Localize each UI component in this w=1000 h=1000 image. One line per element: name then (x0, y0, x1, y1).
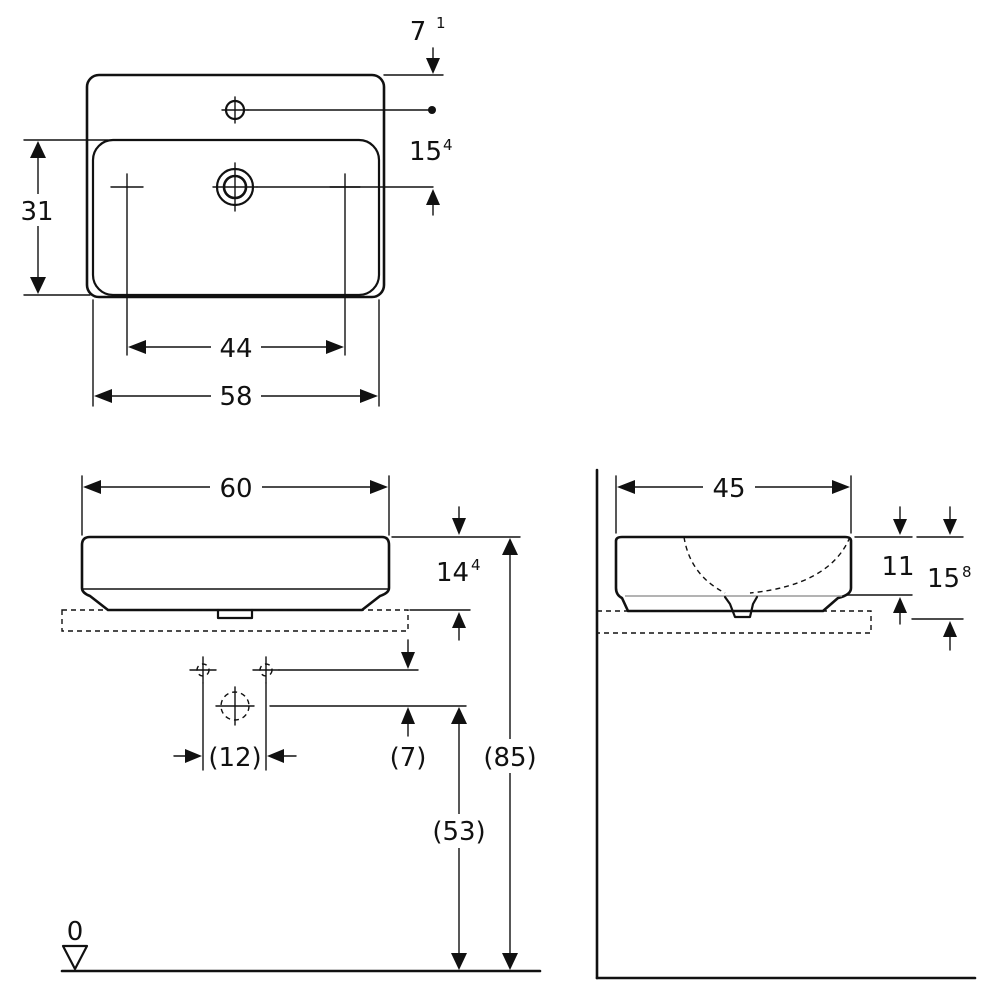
fixing-point-left (110, 173, 144, 356)
side-countertop-outline (596, 610, 872, 634)
dim-valve-spacing-label: (12) (208, 743, 261, 773)
bowl-contour (683, 536, 726, 594)
dim-tap-offset: 15 4 (409, 136, 453, 216)
front-view: 60 14 4 (60, 472, 543, 973)
dim-valve-offset-label: (7) (390, 743, 427, 773)
dim-bowl-depth: 11 (845, 506, 915, 625)
dim-side-height-sup: 8 (962, 563, 972, 581)
dim-overall-width: 60 (81, 472, 390, 536)
tap-hole-symbol (221, 96, 436, 124)
drain-symbol (212, 162, 434, 212)
side-view: 45 11 15 8 (595, 468, 977, 980)
dim-basin-height-label: 14 (436, 558, 469, 588)
top-view: 7 1 15 4 31 44 (18, 14, 453, 412)
dim-side-depth-label: 45 (712, 474, 745, 504)
dim-depth: 31 (18, 139, 109, 296)
dim-valve-spacing: (12) (173, 743, 297, 773)
dim-valve-offset: (7) (390, 639, 427, 773)
dim-side-height: 15 8 (911, 506, 972, 651)
dim-fixing-spacing-label: 44 (219, 334, 252, 364)
basin-side-body (614, 535, 853, 613)
dim-tap-offset-sup: 4 (443, 136, 453, 154)
dim-basin-height-sup: 4 (471, 556, 481, 574)
dim-side-height-label: 15 (927, 564, 960, 594)
dim-waste-height-label: (53) (432, 817, 485, 847)
dim-fixing-spacing: 44 (128, 332, 344, 364)
fixing-point-right (329, 173, 361, 356)
dim-top-offset-label: 7 (410, 17, 427, 47)
dim-top-offset: 7 1 (383, 14, 446, 76)
dim-side-depth: 45 (615, 472, 852, 534)
valve-symbol-right (252, 656, 419, 771)
basin-outer-outline (85, 73, 386, 299)
side-waste-outlet (723, 595, 759, 619)
valve-symbol-left (189, 656, 217, 771)
basin-bowl-outline (91, 138, 381, 297)
basin-front-body (80, 535, 391, 612)
floor-level-label: 0 (67, 917, 84, 947)
dim-depth-label: 31 (20, 197, 53, 227)
waste-symbol (215, 686, 467, 726)
dim-tap-offset-label: 15 (409, 137, 442, 167)
dim-top-height: (85) (477, 538, 543, 970)
dim-basin-height: 14 4 (391, 506, 521, 641)
countertop-outline (61, 609, 409, 632)
dim-overall-width-label: 60 (219, 474, 252, 504)
floor-level-marker: 0 (61, 917, 89, 971)
dim-top-height-label: (85) (483, 743, 536, 773)
waste-outlet (216, 608, 254, 620)
dim-basin-width: 58 (92, 299, 380, 412)
dim-bowl-depth-label: 11 (881, 552, 914, 582)
dim-top-offset-sup: 1 (436, 14, 446, 32)
dim-basin-width-label: 58 (219, 382, 252, 412)
dim-waste-height: (53) (426, 707, 492, 970)
